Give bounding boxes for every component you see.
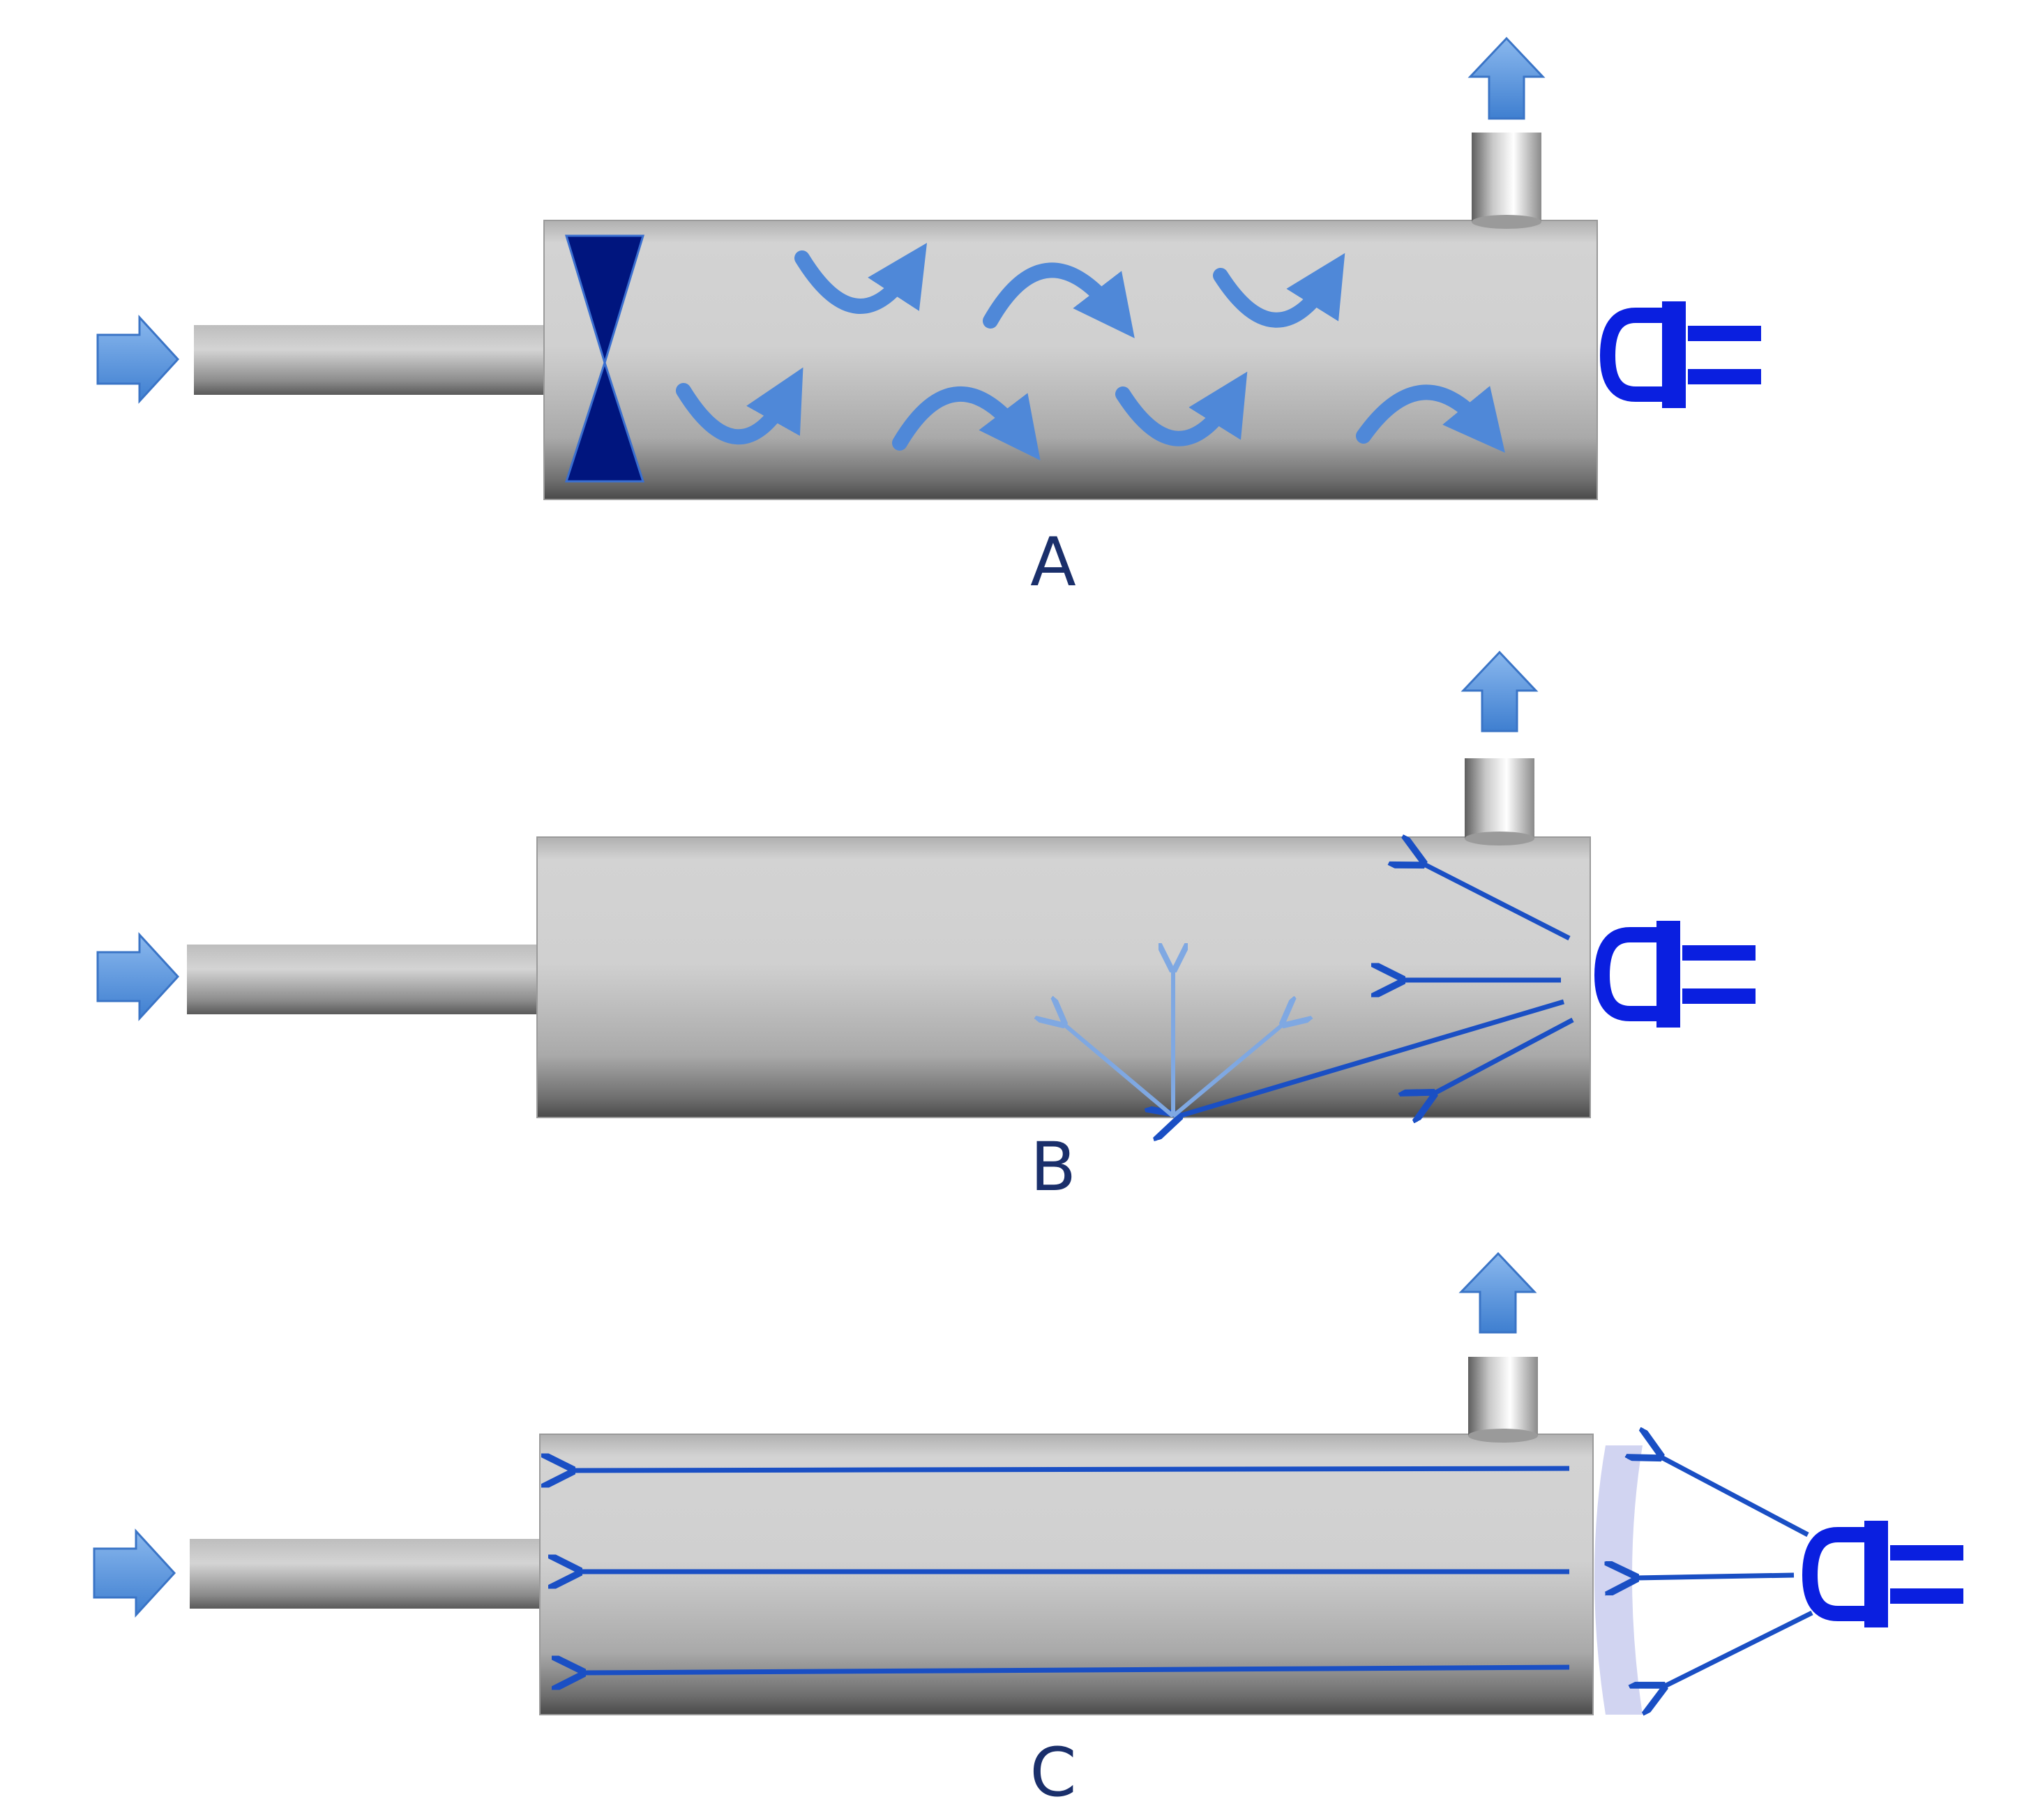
reactor-body [543,220,1598,500]
swirl-arrow-icon [1356,384,1505,453]
light-rays [1179,864,1574,1116]
collimated-rays [572,1468,1570,1673]
inlet-pipe [187,945,539,1014]
panel-b [96,650,1756,1118]
panel-c [93,1251,1963,1715]
inlet-arrow-icon [96,932,180,1021]
outlet-arrow-icon [1467,36,1546,120]
light-rays [1636,1457,1813,1687]
panel-label-b: B [1030,1128,1076,1206]
baffle-icon [564,234,645,483]
lens-icon [1594,1445,1643,1715]
panel-label-a: A [1030,523,1076,601]
inlet-arrow-icon [93,1528,176,1618]
reflected-rays [1064,970,1283,1118]
panel-a [96,36,1761,500]
swirl-arrow-icon [1213,253,1345,328]
outlet-pipe [1468,1357,1538,1436]
inlet-pipe [190,1539,542,1609]
uv-led-icon [1802,1521,1963,1627]
swirl-arrow-icon [892,386,1041,461]
uv-led-icon [1599,301,1761,408]
swirl-arrow-icon [983,262,1135,338]
swirl-arrow-icon [1115,371,1248,446]
swirl-arrows [676,243,1505,461]
reactor-body [536,836,1591,1118]
panel-label-c: C [1029,1733,1077,1812]
swirl-arrow-icon [794,243,928,314]
outlet-arrow-icon [1458,1251,1537,1334]
inlet-pipe [194,325,546,395]
inlet-arrow-icon [96,315,180,404]
swirl-arrow-icon [676,367,803,445]
outlet-pipe [1472,133,1541,222]
outlet-arrow-icon [1460,650,1539,732]
outlet-pipe [1465,758,1534,838]
uv-led-icon [1594,921,1756,1028]
